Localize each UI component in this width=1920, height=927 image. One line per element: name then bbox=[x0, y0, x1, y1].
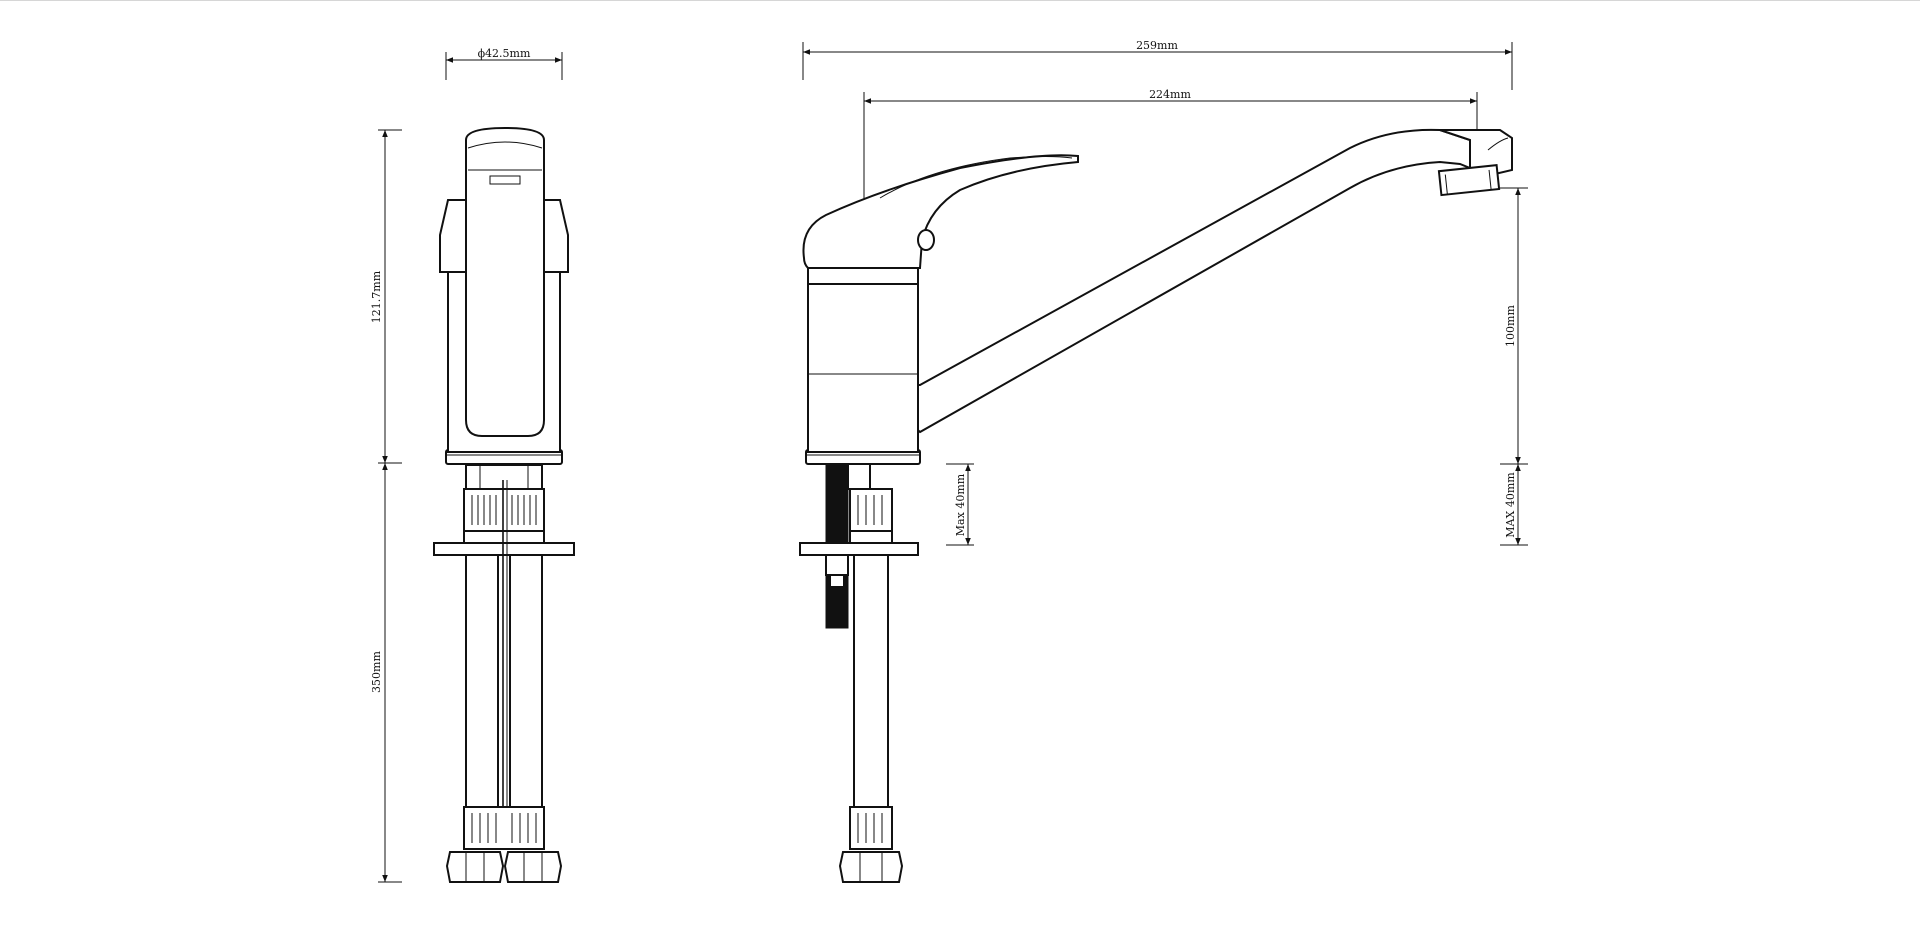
body-height-dimension: 121.7mm bbox=[370, 129, 402, 464]
diameter-dimension: ϕ42.5mm bbox=[445, 47, 563, 80]
front-connectors bbox=[433, 488, 575, 556]
overall-length-label: 259mm bbox=[1136, 39, 1178, 52]
deck-thickness-dimension: Max 40mm bbox=[946, 463, 974, 546]
top-border bbox=[0, 0, 1920, 1]
front-hoses bbox=[445, 480, 563, 883]
front-faucet-body bbox=[439, 126, 569, 490]
side-connectors bbox=[799, 463, 919, 629]
side-view: 259mm 224mm 100mm MAX 40mm Max 40mm bbox=[799, 39, 1528, 883]
deck-thickness-label-right: MAX 40mm bbox=[1504, 472, 1517, 538]
spout-reach-label: 224mm bbox=[1149, 88, 1191, 101]
side-faucet-body bbox=[802, 154, 1079, 465]
overall-length-dimension: 259mm bbox=[802, 39, 1513, 90]
deck-thickness-dimension-right: MAX 40mm bbox=[1500, 464, 1528, 546]
front-view: ϕ42.5mm 121.7mm 350mm bbox=[370, 47, 575, 883]
hose-length-label: 350mm bbox=[370, 651, 383, 693]
diameter-label: ϕ42.5mm bbox=[478, 47, 531, 60]
spout-reach-dimension: 224mm bbox=[863, 88, 1478, 375]
deck-thickness-label: Max 40mm bbox=[954, 473, 967, 536]
hose-length-dimension: 350mm bbox=[370, 463, 402, 883]
spout-height-dimension: 100mm bbox=[1500, 187, 1528, 465]
side-hose bbox=[838, 554, 904, 883]
body-height-label: 121.7mm bbox=[370, 270, 383, 323]
spout-height-label: 100mm bbox=[1504, 305, 1517, 347]
